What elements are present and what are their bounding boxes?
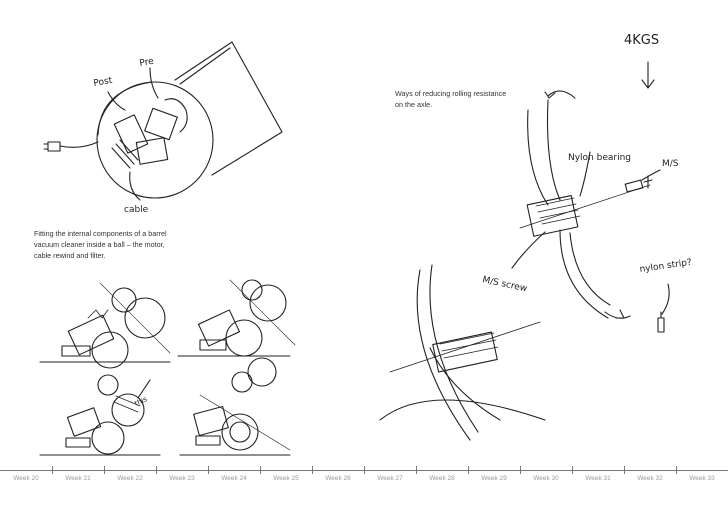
week-label: Week 32 [637,475,663,482]
week-timeline: Week 20 Week 21 Week 22 Week 23 Week 24 Week … [0,466,728,508]
week-tick [104,466,105,474]
label-post: Post [93,76,114,89]
caption-line: cable rewind and filter. [34,251,106,260]
week-tick [364,466,365,474]
week-label: Week 20 [13,475,39,482]
label-this: this [133,395,148,408]
week-label: Week 30 [533,475,559,482]
label-cable: cable [124,205,149,215]
ball-variations-sketch [39,279,296,456]
sketch-drawings: Post Pre cable 4KGS Nylon bearing M/S M/… [39,33,693,456]
week-tick [156,466,157,474]
week-tick [208,466,209,474]
label-nylon-strip: nylon strip? [639,258,693,275]
week-tick [624,466,625,474]
caption-line: on the axle. [395,100,433,109]
week-tick [312,466,313,474]
label-ms-screw: M/S screw [481,275,528,294]
week-tick [416,466,417,474]
caption-line: vacuum cleaner inside a ball – the motor… [34,240,165,249]
ball-components-sketch [43,41,283,201]
week-label: Week 28 [429,475,455,482]
week-tick [468,466,469,474]
label-nylon-bearing: Nylon bearing [568,153,631,163]
week-label: Week 24 [221,475,247,482]
caption-ball-components: Fitting the internal components of a bar… [34,228,167,261]
label-pre: Pre [139,57,155,69]
week-label: Week 25 [273,475,299,482]
week-tick [52,466,53,474]
week-label: Week 27 [377,475,403,482]
week-tick [572,466,573,474]
week-tick [260,466,261,474]
week-tick [676,466,677,474]
week-label: Week 21 [65,475,91,482]
caption-line: Fitting the internal components of a bar… [34,229,167,238]
week-label: Week 31 [585,475,611,482]
label-weight: 4KGS [624,33,659,48]
axle-section-sketch [379,61,670,441]
caption-rolling-resistance: Ways of reducing rolling resistance on t… [395,88,506,110]
week-label: Week 33 [689,475,715,482]
week-label: Week 26 [325,475,351,482]
label-ms: M/S [662,159,679,169]
week-label: Week 29 [481,475,507,482]
week-tick [520,466,521,474]
week-label: Week 23 [169,475,195,482]
week-label: Week 22 [117,475,143,482]
caption-line: Ways of reducing rolling resistance [395,89,507,98]
